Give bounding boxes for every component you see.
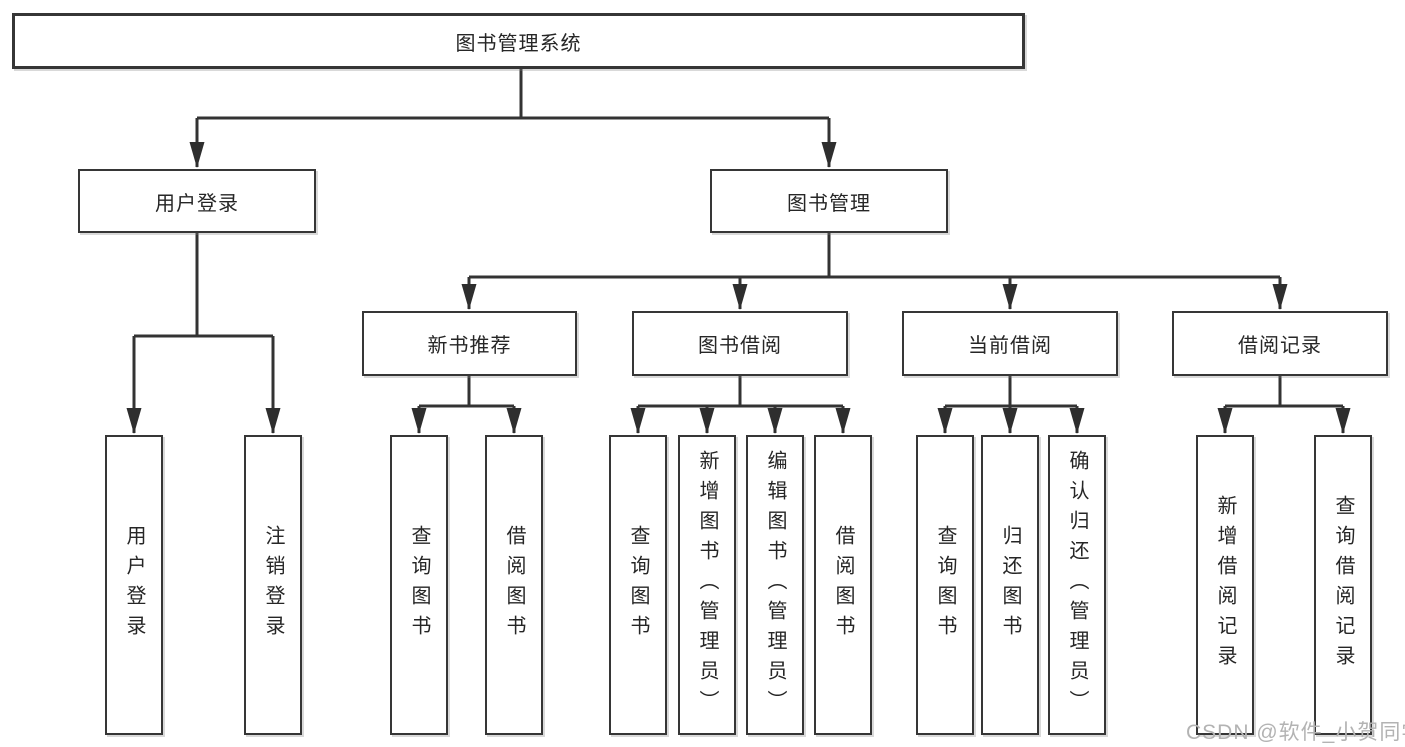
- node-user-login: 用户登录: [78, 169, 316, 233]
- node-book-management: 图书管理: [710, 169, 948, 233]
- leaf-label: 查询图书: [408, 525, 430, 645]
- watermark: CSDN @软件_小贺同学: [1186, 721, 1405, 744]
- leaf-label: 查询图书: [934, 525, 956, 645]
- leaf-label: 确认归还（管理员）: [1066, 450, 1088, 720]
- leaf-confirm-return-admin: 确认归还（管理员）: [1048, 435, 1106, 735]
- connector-current-to-leaves: [937, 376, 1085, 434]
- leaf-label: 借阅图书: [832, 525, 854, 645]
- connector-history-to-leaves: [1217, 376, 1351, 434]
- leaf-borrow-books: 借阅图书: [485, 435, 543, 735]
- leaf-label: 注销登录: [262, 525, 284, 645]
- node-label: 当前借阅: [968, 335, 1052, 357]
- leaf-label: 新增借阅记录: [1214, 495, 1236, 675]
- connector-borrow-to-leaves: [630, 376, 851, 434]
- node-label: 新书推荐: [427, 335, 512, 357]
- leaf-label: 归还图书: [999, 525, 1021, 645]
- leaf-logout: 注销登录: [244, 435, 302, 735]
- node-label: 图书借阅: [698, 335, 782, 357]
- leaf-label: 查询图书: [627, 525, 649, 645]
- leaf-return-books: 归还图书: [981, 435, 1039, 735]
- leaf-label: 新增图书（管理员）: [696, 450, 718, 720]
- leaf-edit-books-admin: 编辑图书（管理员）: [746, 435, 804, 735]
- leaf-label: 编辑图书（管理员）: [764, 450, 786, 720]
- leaf-borrow-books: 借阅图书: [814, 435, 872, 735]
- leaf-query-books: 查询图书: [390, 435, 448, 735]
- node-book-borrow: 图书借阅: [632, 311, 848, 376]
- connector-recommend-to-leaves: [411, 376, 522, 434]
- node-current-borrow: 当前借阅: [902, 311, 1118, 376]
- leaf-label: 用户登录: [123, 525, 145, 645]
- leaf-add-books-admin: 新增图书（管理员）: [678, 435, 736, 735]
- leaf-query-books: 查询图书: [916, 435, 974, 735]
- connector-login-to-leaves: [126, 233, 281, 434]
- leaf-user-login: 用户登录: [105, 435, 163, 735]
- leaf-add-borrow-record: 新增借阅记录: [1196, 435, 1254, 735]
- leaf-label: 借阅图书: [503, 525, 525, 645]
- node-label: 用户登录: [155, 192, 239, 215]
- node-label: 图书管理系统: [455, 32, 582, 55]
- node-new-book-recommend: 新书推荐: [362, 311, 577, 376]
- node-label: 借阅记录: [1238, 335, 1322, 357]
- leaf-query-books: 查询图书: [609, 435, 667, 735]
- node-label: 图书管理: [787, 192, 871, 215]
- node-library-management-system: 图书管理系统: [12, 13, 1025, 69]
- leaf-query-borrow-record: 查询借阅记录: [1314, 435, 1372, 735]
- connector-mgmt-to-level3: [461, 233, 1288, 310]
- node-borrow-records: 借阅记录: [1172, 311, 1388, 376]
- connector-root-to-level2: [189, 69, 837, 168]
- leaf-label: 查询借阅记录: [1332, 495, 1354, 675]
